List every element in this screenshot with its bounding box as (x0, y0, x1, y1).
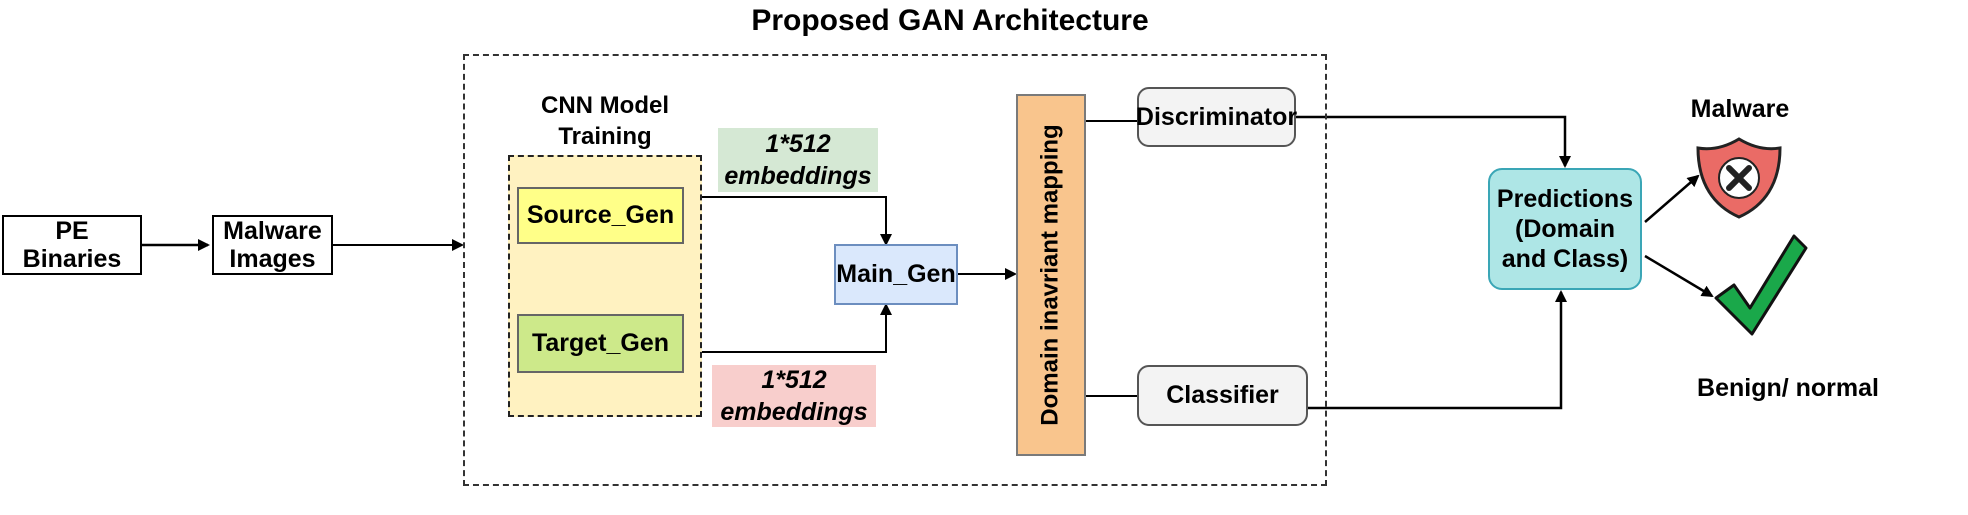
domain-mapping-label: Domain inavriant mapping (1037, 124, 1064, 426)
main-gen-box: Main_Gen (834, 244, 958, 305)
malware-images-box: Malware Images (212, 215, 333, 275)
arrow-source-to-main (682, 196, 892, 246)
cnn-training-label: CNN Model Training (541, 92, 669, 150)
benign-check-icon (1714, 234, 1808, 336)
malware-label: Malware (1690, 94, 1790, 123)
pe-binaries-box: PE Binaries (2, 215, 142, 275)
embeddings-label-top: 1*512 embeddings (718, 128, 878, 192)
arrow-discriminator-to-predictions (1296, 115, 1571, 168)
classifier-box: Classifier (1137, 365, 1308, 426)
predictions-box: Predictions (Domain and Class) (1488, 168, 1642, 290)
benign-label: Benign/ normal (1697, 373, 1879, 402)
architecture-frame (463, 54, 1327, 486)
malware-shield-icon (1696, 137, 1782, 219)
diagram-title: Proposed GAN Architecture (751, 4, 1149, 37)
arrow-classifier-to-predictions (1308, 290, 1567, 410)
arrow-target-to-main (682, 303, 892, 353)
discriminator-box: Discriminator (1136, 87, 1297, 147)
arrow-predictions-to-benign (1644, 254, 1714, 298)
arrow-predictions-to-malware (1644, 174, 1700, 223)
source-gen-box: Source_Gen (517, 187, 684, 244)
target-gen-box: Target_Gen (517, 314, 684, 373)
embeddings-label-bottom: 1*512 embeddings (712, 365, 876, 427)
domain-mapping-bar: Domain inavriant mapping (1016, 94, 1086, 456)
